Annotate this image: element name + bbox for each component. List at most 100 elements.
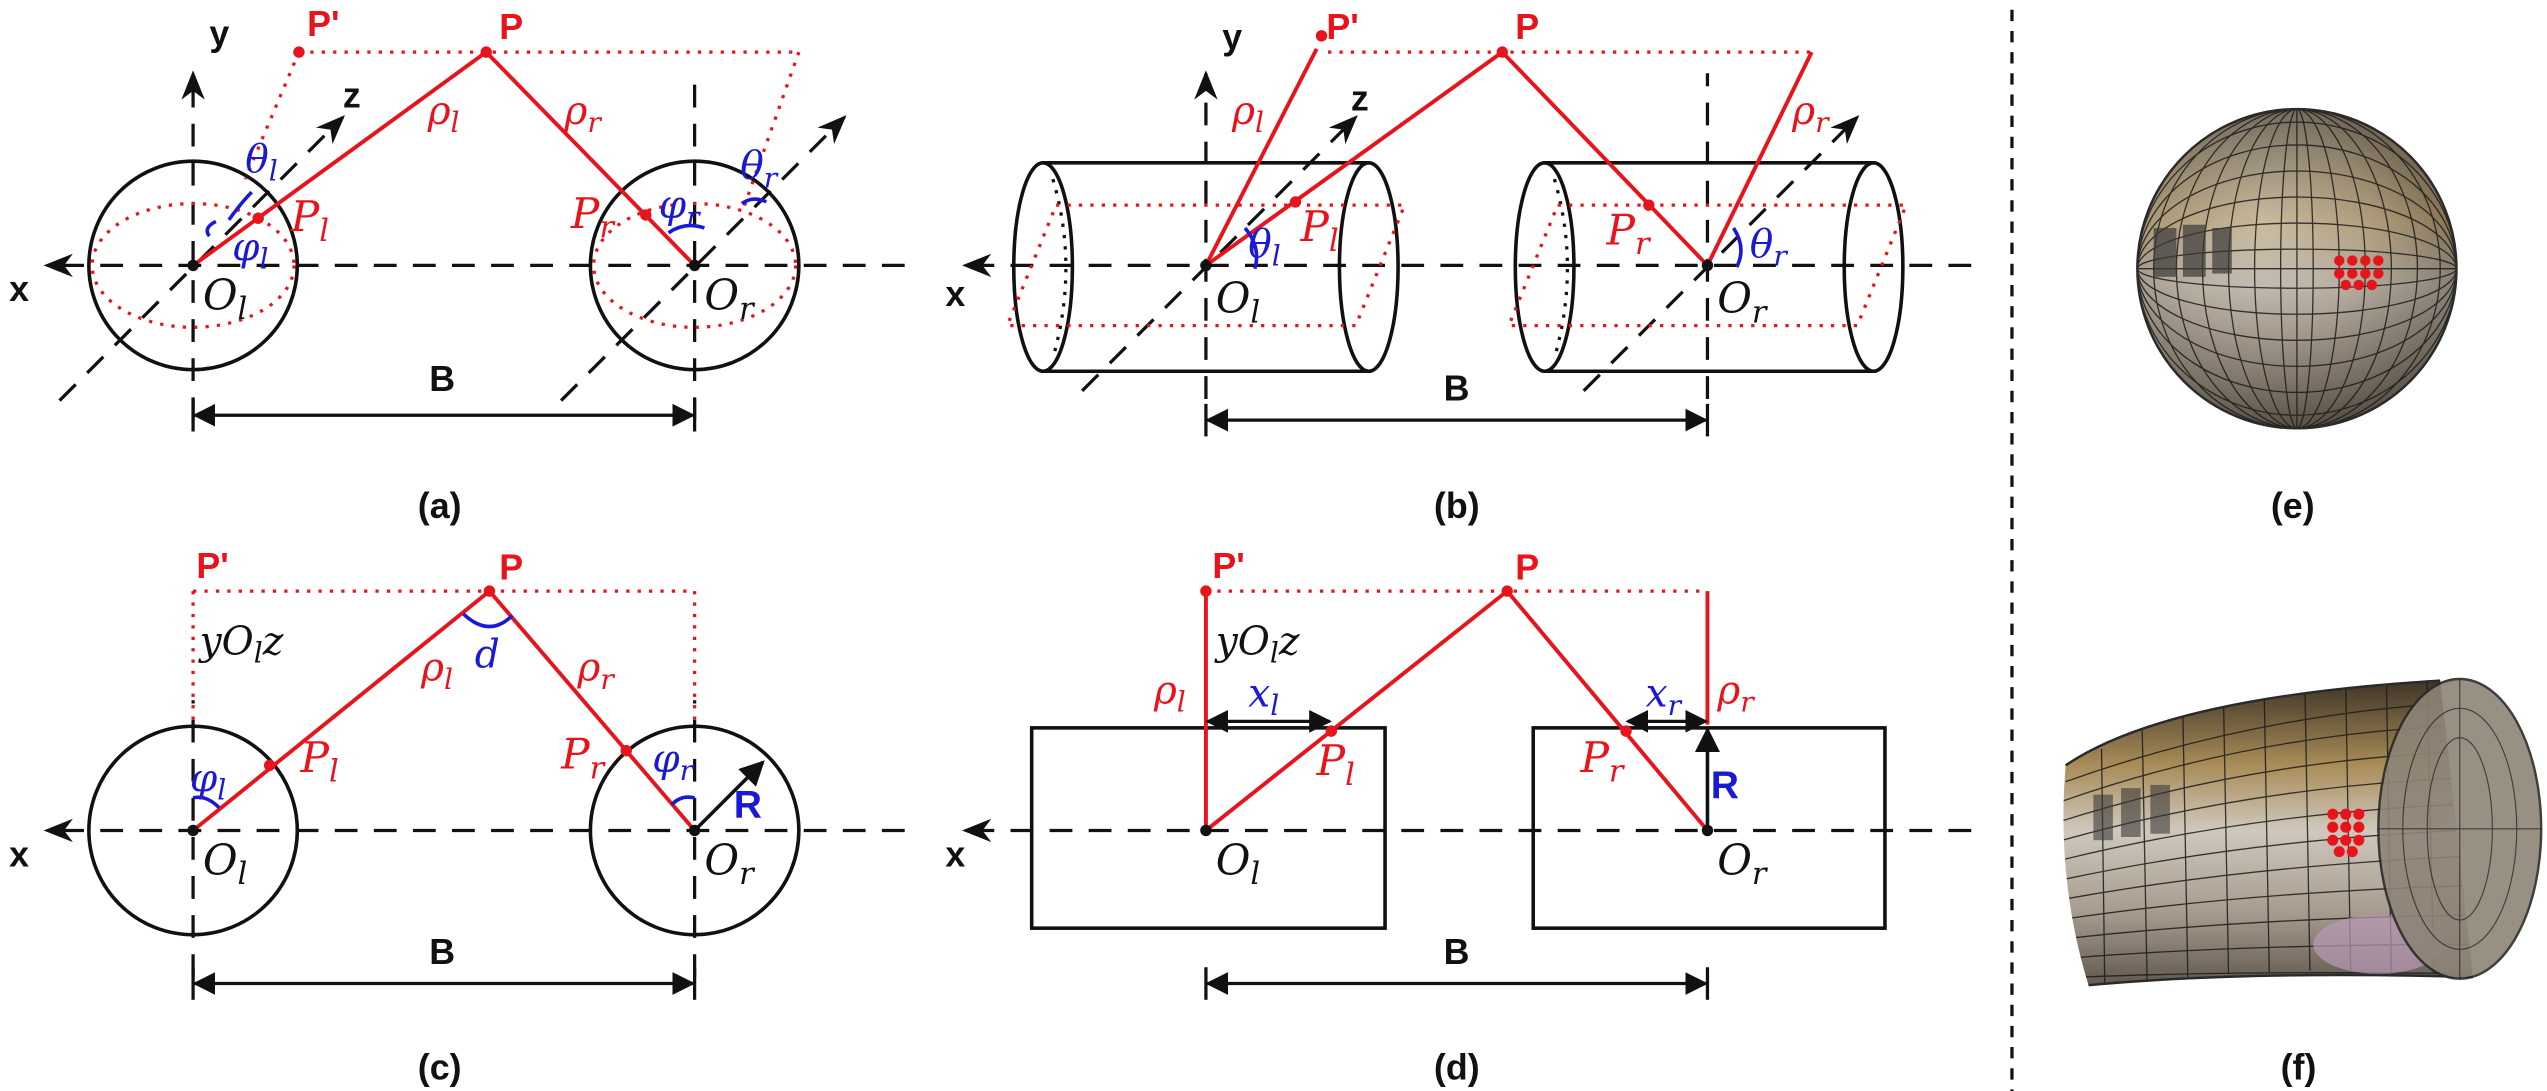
subscript: r <box>739 292 756 327</box>
rho-r-label: ρr <box>563 89 602 139</box>
O-symbol: O <box>1717 274 1752 323</box>
point-P <box>1496 46 1508 58</box>
subscript: l <box>238 292 248 327</box>
theta-l-label: θl <box>245 138 278 188</box>
P-symbol: P <box>1299 202 1330 251</box>
plane-suffix: z <box>262 620 284 665</box>
sample-points <box>2334 255 2384 291</box>
panel-e: (e) <box>2136 107 2458 526</box>
sample-points <box>2327 808 2365 858</box>
subscript: l <box>217 774 226 807</box>
z-axis-label: z <box>1351 79 1369 119</box>
panel-label-b: (b) <box>1434 486 1480 526</box>
O-symbol: O <box>1717 835 1752 884</box>
subscript: l <box>1250 295 1260 330</box>
theta-symbol: θ <box>1248 222 1272 267</box>
point-Pl <box>1325 725 1338 737</box>
rho-symbol: ρ <box>427 89 451 134</box>
rho-symbol: ρ <box>563 89 587 134</box>
rho-symbol: ρ <box>420 646 444 691</box>
point-Pl-label: Pl <box>1316 736 1355 793</box>
subscript: r <box>1740 686 1755 719</box>
point-Pl <box>1289 196 1302 208</box>
subscript: r <box>1752 857 1769 892</box>
plane-prefix: y <box>1214 620 1239 665</box>
P-symbol: P <box>300 733 331 782</box>
cylinder-left-end-back <box>1011 161 1075 374</box>
point-P-prime <box>1200 585 1212 597</box>
point-P-prime-label: P' <box>1326 7 1358 47</box>
sphere-outline <box>2136 107 2458 430</box>
subscript: l <box>1255 106 1264 139</box>
cylinder-right-end-back <box>1513 161 1576 374</box>
rho-l-label: ρl <box>420 646 453 696</box>
xr-label: xr <box>1646 672 1683 722</box>
point-Pl <box>263 759 276 772</box>
subscript: l <box>1177 686 1186 719</box>
phi-r-label: φr <box>659 183 701 233</box>
P-symbol: P <box>1316 736 1347 785</box>
theta-symbol: θ <box>245 138 269 183</box>
cylinder-left-body <box>1043 161 1369 374</box>
x-axis-label: x <box>945 834 965 874</box>
rho-r-label: ρr <box>576 646 615 696</box>
point-Pr <box>1643 199 1655 211</box>
point-P <box>483 585 496 597</box>
subscript: l <box>1270 689 1279 722</box>
panel-label-d: (d) <box>1434 1048 1480 1088</box>
rho-r-label: ρr <box>1716 668 1755 718</box>
point-P-label: P <box>499 548 523 588</box>
point-Pr-label: Pr <box>1579 733 1625 790</box>
subscript: l <box>451 106 460 139</box>
origin-Or <box>1701 824 1714 837</box>
x-symbol: x <box>1646 672 1668 717</box>
theta-arc-left <box>227 190 253 221</box>
subscript: r <box>1773 239 1788 272</box>
panel-f: (f) <box>2063 677 2543 1088</box>
phi-symbol: φ <box>190 756 218 801</box>
d-angle-arc <box>462 612 514 629</box>
z-axis-right <box>559 115 847 402</box>
origin-Ol-label: Ol <box>203 270 247 327</box>
point-P-prime-label: P' <box>307 4 339 44</box>
x-axis-label: x <box>9 269 29 309</box>
plane-suffix: z <box>1278 620 1300 665</box>
subscript: r <box>599 211 616 246</box>
theta-l-label: θl <box>1248 222 1281 272</box>
d-label: d <box>475 633 500 678</box>
phi-arc-left <box>192 795 221 809</box>
phi-arc-left <box>205 219 217 238</box>
point-P <box>1501 585 1513 597</box>
sphere-right-outline <box>588 159 801 372</box>
phi-symbol: φ <box>659 183 687 228</box>
subscript: l <box>1272 239 1281 272</box>
origin-Ol <box>187 824 199 837</box>
cylinder-end-grid <box>2378 679 2542 979</box>
cylinder-left-end-front <box>1337 161 1400 374</box>
projection-left-dotted <box>243 51 301 180</box>
subscript: r <box>587 106 602 139</box>
subscript: r <box>764 161 779 194</box>
phi-arc-right <box>667 223 705 235</box>
plane-O: O <box>222 620 254 665</box>
subscript: r <box>1815 106 1830 139</box>
origin-Or-label: Or <box>704 270 756 327</box>
P-symbol: P <box>1605 205 1636 254</box>
subscript: l <box>1329 224 1339 259</box>
O-symbol: O <box>704 270 739 319</box>
origin-Ol <box>1200 259 1212 272</box>
origin-Ol <box>187 259 199 272</box>
ray-left <box>191 50 488 268</box>
plane-sub: l <box>254 637 263 670</box>
rho-symbol: ρ <box>1231 89 1255 134</box>
baseline-label: B <box>429 359 455 399</box>
point-Pr-label: Pr <box>1605 205 1651 262</box>
P-symbol: P <box>570 189 601 238</box>
point-P-label: P <box>1515 7 1539 47</box>
subscript: r <box>1752 295 1769 330</box>
baseline-label: B <box>1444 369 1470 409</box>
subscript: l <box>269 155 278 188</box>
phi-symbol: φ <box>232 226 260 271</box>
panel-c: x P' P yOlz ρl ρr d φl φr Pl Pr R Ol Or … <box>9 546 905 1088</box>
